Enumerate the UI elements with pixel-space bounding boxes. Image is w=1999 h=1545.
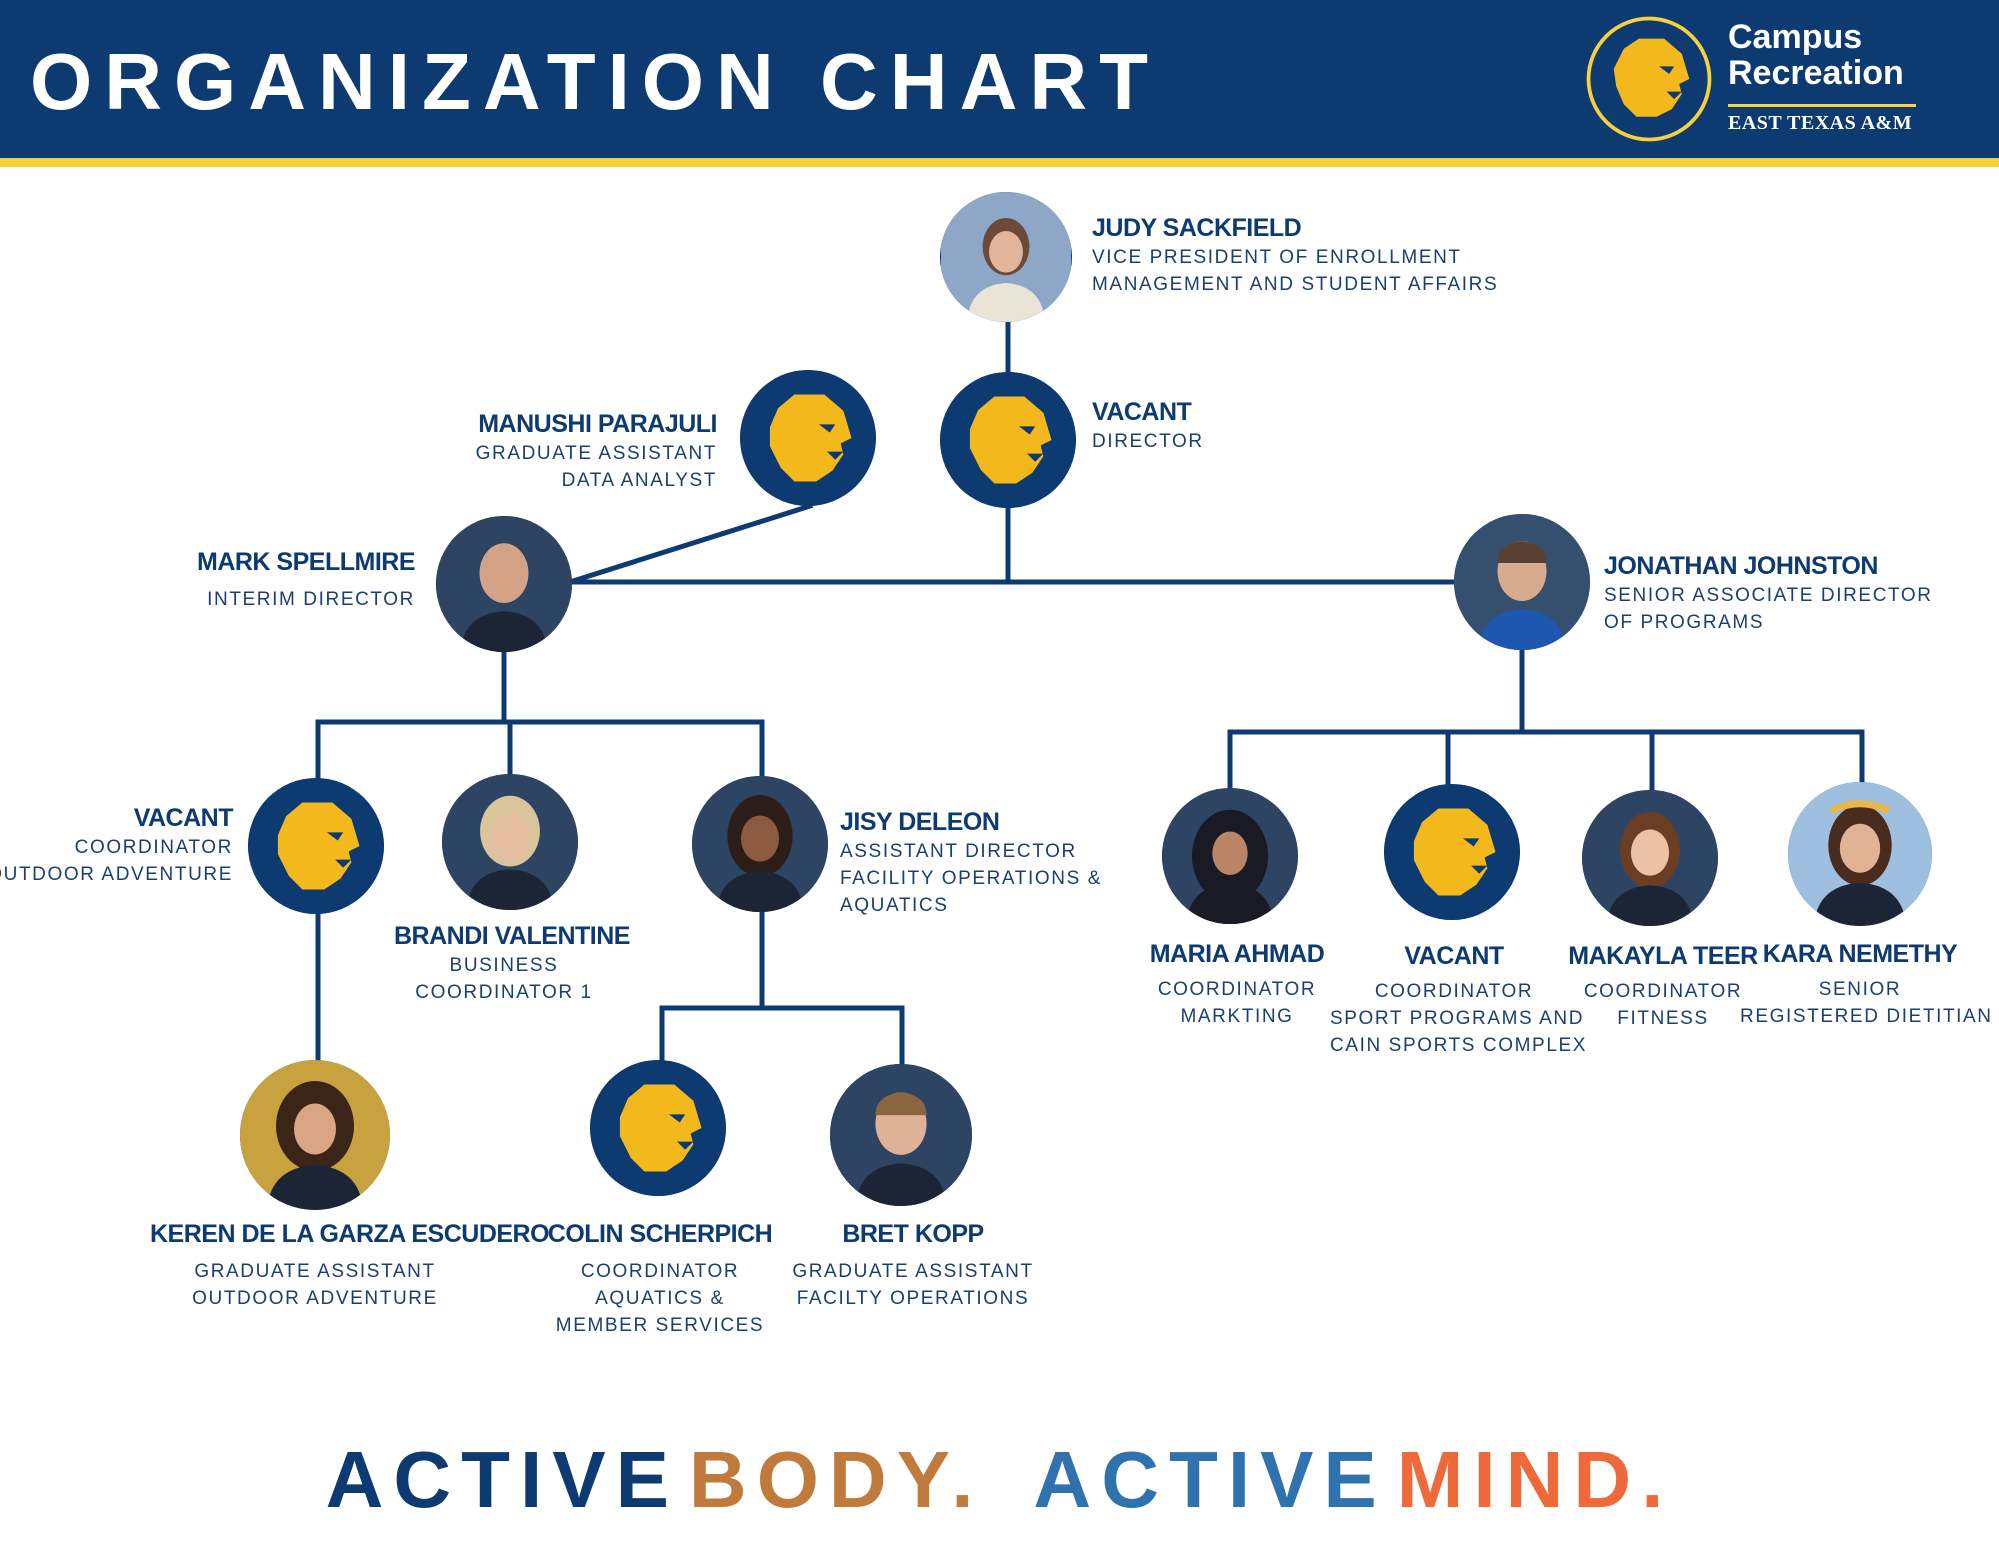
tagline-word: ACTIVE xyxy=(1033,1435,1387,1524)
tagline-word: ACTIVE xyxy=(325,1435,679,1524)
person-card-mark: MARK SPELLMIRE INTERIM DIRECTOR xyxy=(197,546,416,613)
person-role-line: AQUATICS & xyxy=(595,1288,725,1309)
person-name: MARIA AHMAD xyxy=(1149,940,1325,968)
person-card-keren: KEREN DE LA GARZA ESCUDERO GRADUATE ASSI… xyxy=(150,1218,550,1312)
person-name: BRET KOPP xyxy=(842,1220,984,1248)
person-card-maria: MARIA AHMAD COORDINATOR MARKTING xyxy=(1132,938,1342,1030)
person-role-line: COORDINATOR xyxy=(1374,981,1534,1002)
person-role-line: GRADUATE ASSISTANT xyxy=(194,1261,436,1282)
bret-kopp-photo xyxy=(830,1064,972,1206)
person-name: VACANT xyxy=(1092,398,1192,426)
person-card-jonathan: JONATHAN JOHNSTON SENIOR ASSOCIATE DIREC… xyxy=(1604,550,1933,636)
keren-de-la-garza-photo xyxy=(240,1060,390,1210)
brand-divider xyxy=(1728,104,1916,107)
person-card-colin: COLIN SCHERPICH COORDINATOR AQUATICS & M… xyxy=(540,1218,780,1339)
lion-head-icon xyxy=(1586,16,1712,142)
person-role-line: COORDINATOR xyxy=(580,1261,740,1282)
person-name: VACANT xyxy=(133,804,234,832)
person-name: KARA NEMETHY xyxy=(1762,940,1958,968)
person-role-line: ASSISTANT DIRECTOR xyxy=(840,841,1077,862)
person-card-judy: JUDY SACKFIELD VICE PRESIDENT OF ENROLLM… xyxy=(1092,212,1498,298)
person-card-vacant-outdoor: VACANT COORDINATOR OUTDOOR ADVENTURE xyxy=(0,802,233,888)
lion-head-icon xyxy=(940,372,1076,508)
brandi-valentine-photo xyxy=(442,774,578,910)
person-card-director: VACANT DIRECTOR xyxy=(1092,396,1204,455)
jonathan-johnston-photo xyxy=(1454,514,1590,650)
person-role-line: CAIN SPORTS COMPLEX xyxy=(1330,1035,1588,1056)
person-card-makayla: MAKAYLA TEER COORDINATOR FITNESS xyxy=(1558,940,1768,1032)
person-role-line: SPORT PROGRAMS AND xyxy=(1330,1008,1585,1029)
lion-head-icon xyxy=(590,1060,726,1196)
person-name: MARK SPELLMIRE xyxy=(197,548,416,576)
person-role-line: DIRECTOR xyxy=(1092,431,1204,452)
tagline-word: MIND. xyxy=(1396,1435,1674,1524)
kara-nemethy-photo xyxy=(1788,782,1932,926)
person-role-line: INTERIM DIRECTOR xyxy=(207,589,415,610)
person-name: MANUSHI PARAJULI xyxy=(478,410,717,438)
person-role-line: MANAGEMENT AND STUDENT AFFAIRS xyxy=(1092,274,1499,295)
person-role-line: COORDINATOR xyxy=(1583,981,1743,1002)
lion-head-icon xyxy=(1384,784,1520,920)
person-role-line: OUTDOOR ADVENTURE xyxy=(192,1288,438,1309)
person-role-line: GRADUATE ASSISTANT xyxy=(475,443,717,464)
person-name: BRANDI VALENTINE xyxy=(394,922,630,950)
person-role-line: REGISTERED DIETITIAN xyxy=(1740,1006,1993,1027)
person-role-line: COORDINATOR xyxy=(1157,979,1317,1000)
mark-spellmire-photo xyxy=(436,516,572,652)
person-role-line: OUTDOOR ADVENTURE xyxy=(0,864,233,885)
person-role-line: AQUATICS xyxy=(840,895,949,916)
person-role-line: COORDINATOR 1 xyxy=(415,982,593,1003)
tagline-word: BODY. xyxy=(688,1435,984,1524)
person-name: JONATHAN JOHNSTON xyxy=(1604,552,1878,580)
header-accent-bar xyxy=(0,158,1999,167)
person-role-line: VICE PRESIDENT OF ENROLLMENT xyxy=(1092,247,1462,268)
person-role-line: MEMBER SERVICES xyxy=(555,1315,765,1336)
person-role-line: GRADUATE ASSISTANT xyxy=(792,1261,1034,1282)
person-role-line: COORDINATOR xyxy=(74,837,233,858)
person-role-line: DATA ANALYST xyxy=(561,470,717,491)
person-card-jisy: JISY DELEON ASSISTANT DIRECTOR FACILITY … xyxy=(840,806,1102,919)
lion-head-icon xyxy=(740,370,876,506)
person-card-vacant-sport: VACANT COORDINATOR SPORT PROGRAMS AND CA… xyxy=(1330,940,1588,1059)
person-card-brandi: BRANDI VALENTINE BUSINESS COORDINATOR 1 xyxy=(394,920,630,1006)
brand-name-recreation: Recreation xyxy=(1728,54,1904,92)
person-role-line: BUSINESS xyxy=(449,955,559,976)
page-title: ORGANIZATION CHART xyxy=(30,37,1160,126)
person-name: VACANT xyxy=(1404,942,1504,970)
makayla-teer-photo xyxy=(1582,790,1718,926)
brand-name-campus: Campus xyxy=(1728,18,1863,56)
person-name: COLIN SCHERPICH xyxy=(547,1220,773,1248)
judy-sackfield-photo xyxy=(940,192,1072,322)
person-card-bret: BRET KOPP GRADUATE ASSISTANT FACILTY OPE… xyxy=(790,1218,1036,1312)
person-role-line: FACILITY OPERATIONS & xyxy=(840,868,1103,889)
maria-ahmad-photo xyxy=(1162,788,1298,924)
brand-university: EAST TEXAS A&M xyxy=(1728,112,1913,134)
person-role-line: SENIOR xyxy=(1818,979,1902,1000)
person-role-line: SENIOR ASSOCIATE DIRECTOR xyxy=(1604,585,1933,606)
person-name: JUDY SACKFIELD xyxy=(1092,214,1302,242)
person-card-kara: KARA NEMETHY SENIOR REGISTERED DIETITIAN xyxy=(1740,938,1993,1030)
person-role-line: MARKTING xyxy=(1180,1006,1294,1027)
lion-head-icon xyxy=(248,778,384,914)
person-name: MAKAYLA TEER xyxy=(1568,942,1758,970)
jisy-deleon-photo xyxy=(692,776,828,912)
person-name: KEREN DE LA GARZA ESCUDERO xyxy=(150,1220,550,1248)
person-role-line: FACILTY OPERATIONS xyxy=(796,1288,1030,1309)
person-card-manushi: MANUSHI PARAJULI GRADUATE ASSISTANT DATA… xyxy=(475,408,718,494)
person-role-line: OF PROGRAMS xyxy=(1604,612,1765,633)
person-name: JISY DELEON xyxy=(840,808,1000,836)
person-role-line: FITNESS xyxy=(1617,1008,1709,1029)
